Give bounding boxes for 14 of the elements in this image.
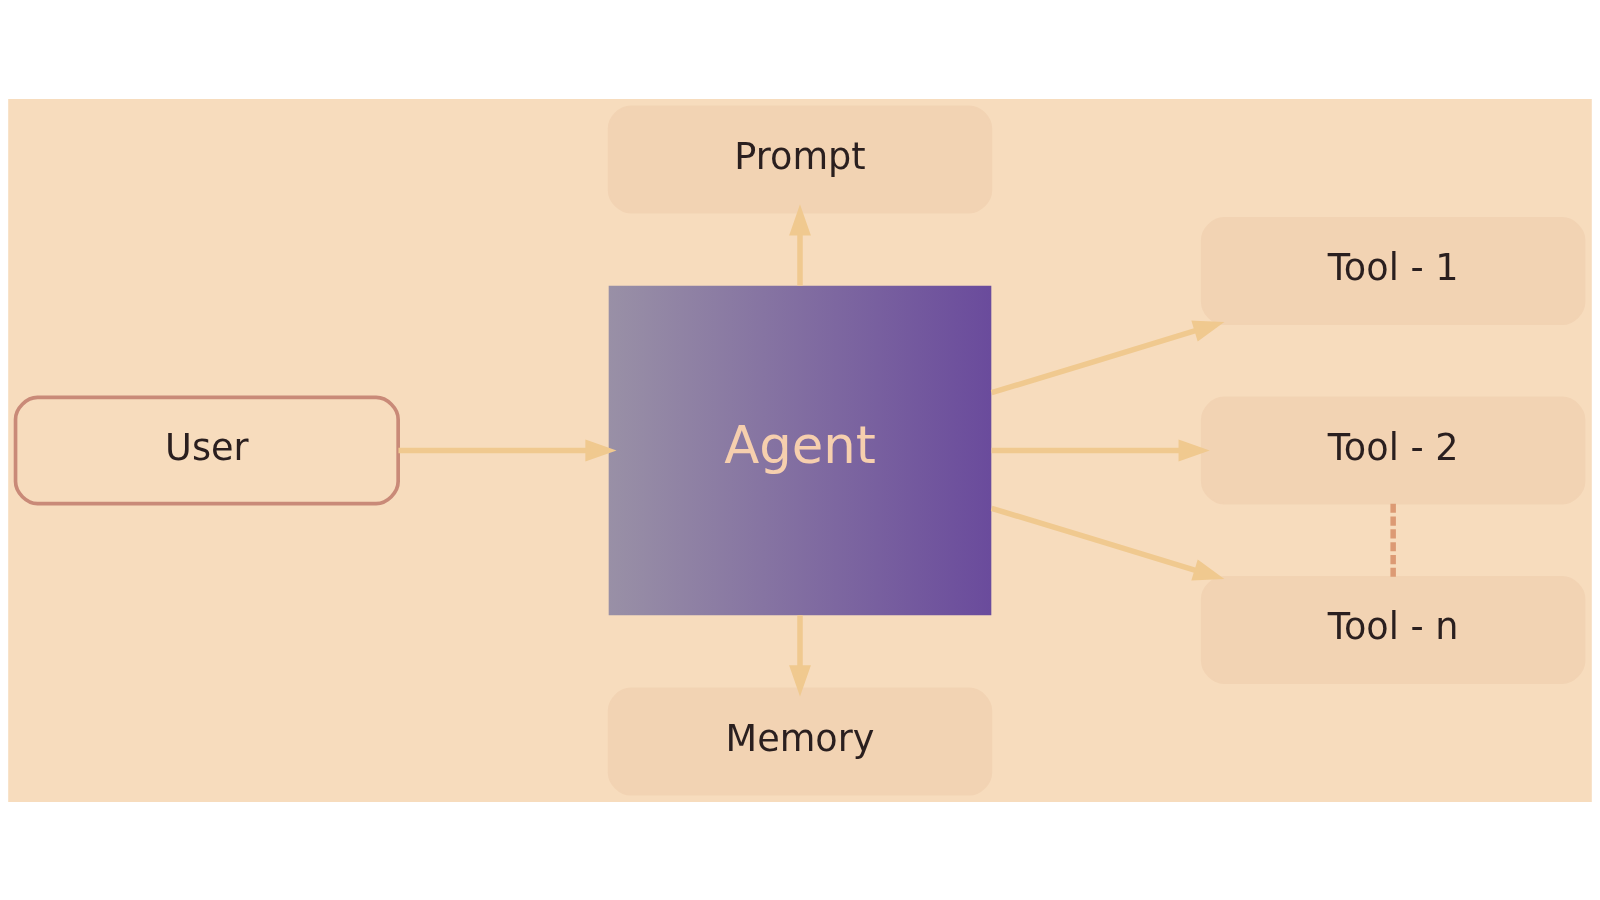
node-box: Agent — [608, 285, 992, 615]
node-box: Prompt — [607, 104, 993, 213]
arrow — [789, 203, 811, 286]
node-box: Memory — [607, 687, 993, 796]
connector — [1390, 503, 1396, 577]
arrow — [789, 614, 811, 696]
node-box: Tool - 1 — [1200, 216, 1586, 325]
arrow — [990, 320, 1225, 395]
arrow — [990, 505, 1225, 580]
node-box: Tool - 2 — [1200, 396, 1586, 504]
node-box: User — [13, 395, 400, 505]
node-box: Tool - n — [1200, 575, 1586, 684]
arrow — [398, 439, 617, 461]
arrow — [991, 439, 1210, 461]
